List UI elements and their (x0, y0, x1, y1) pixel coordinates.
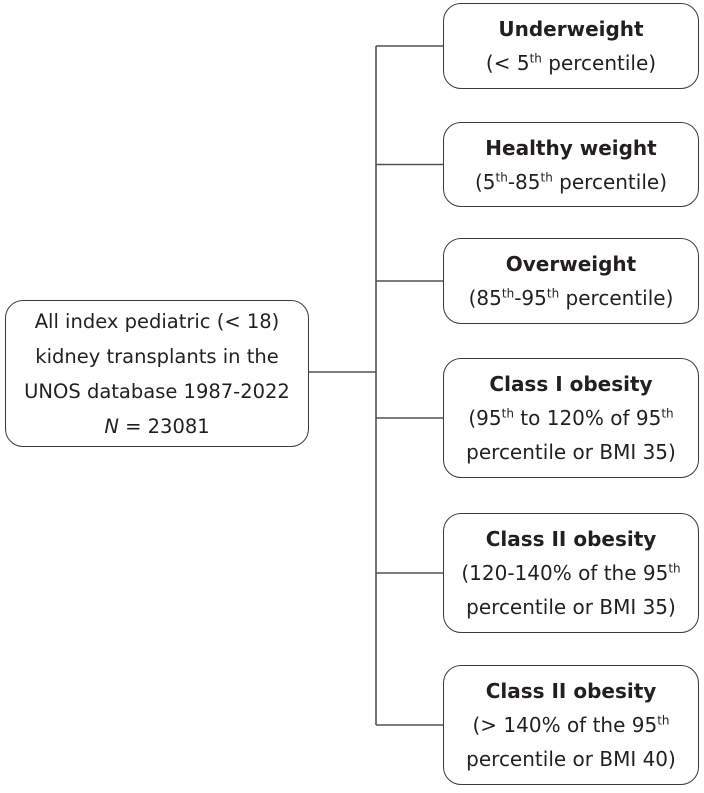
category-subtitle: (< 5th percentile) (485, 51, 657, 75)
category-title: Class I obesity (489, 372, 653, 396)
category-title: Overweight (505, 252, 637, 276)
category-box-overweight: Overweight (85th-95th percentile) (443, 238, 699, 324)
category-subtitle: (85th-95th percentile) (468, 286, 674, 310)
category-box-healthy-weight: Healthy weight (5th-85th percentile) (443, 122, 699, 207)
category-title: Class II obesity (485, 679, 657, 703)
category-title: Underweight (498, 17, 644, 41)
root-box-text: All index pediatric (< 18)kidney transpl… (24, 309, 290, 438)
category-title: Healthy weight (485, 135, 657, 160)
category-title: Class II obesity (485, 527, 657, 551)
category-box-underweight: Underweight (< 5th percentile) (443, 3, 699, 89)
root-box-study-population: All index pediatric (< 18)kidney transpl… (5, 300, 309, 447)
category-subtitle: (5th-85th percentile) (474, 169, 667, 194)
